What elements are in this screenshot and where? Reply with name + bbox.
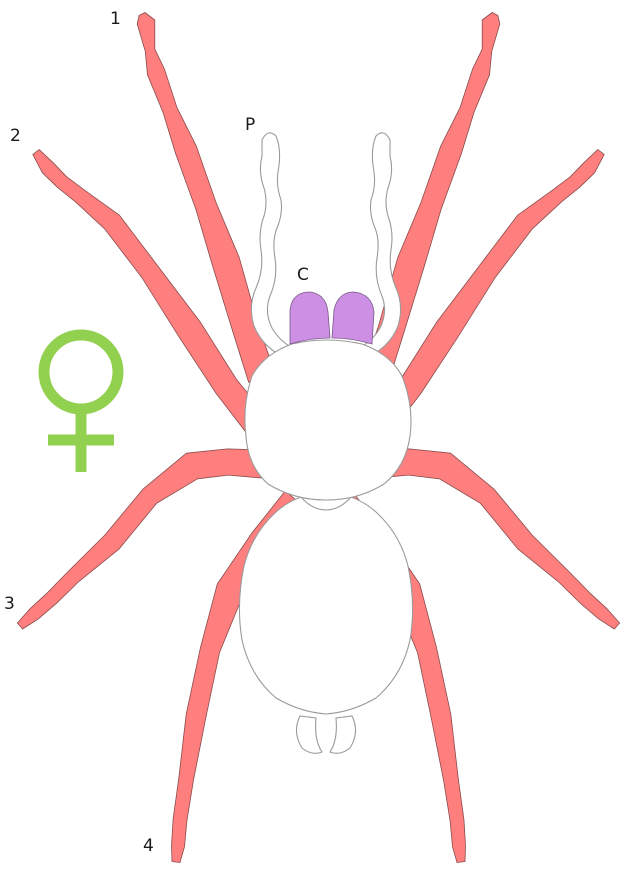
spinneret-right [330, 716, 356, 753]
label-leg-3: 3 [4, 594, 15, 614]
female-symbol-icon [44, 335, 118, 472]
label-leg-4: 4 [143, 836, 154, 856]
pedipalp-left [251, 133, 296, 356]
spinneret-left [296, 716, 322, 753]
chelicera-right [332, 292, 374, 344]
abdomen [239, 492, 412, 714]
chelicera-left [290, 292, 330, 344]
label-leg-2: 2 [10, 126, 21, 146]
label-leg-1: 1 [110, 9, 121, 29]
label-chelicerae: C [297, 265, 309, 285]
cephalothorax [245, 340, 411, 500]
label-pedipalp: P [245, 115, 255, 135]
